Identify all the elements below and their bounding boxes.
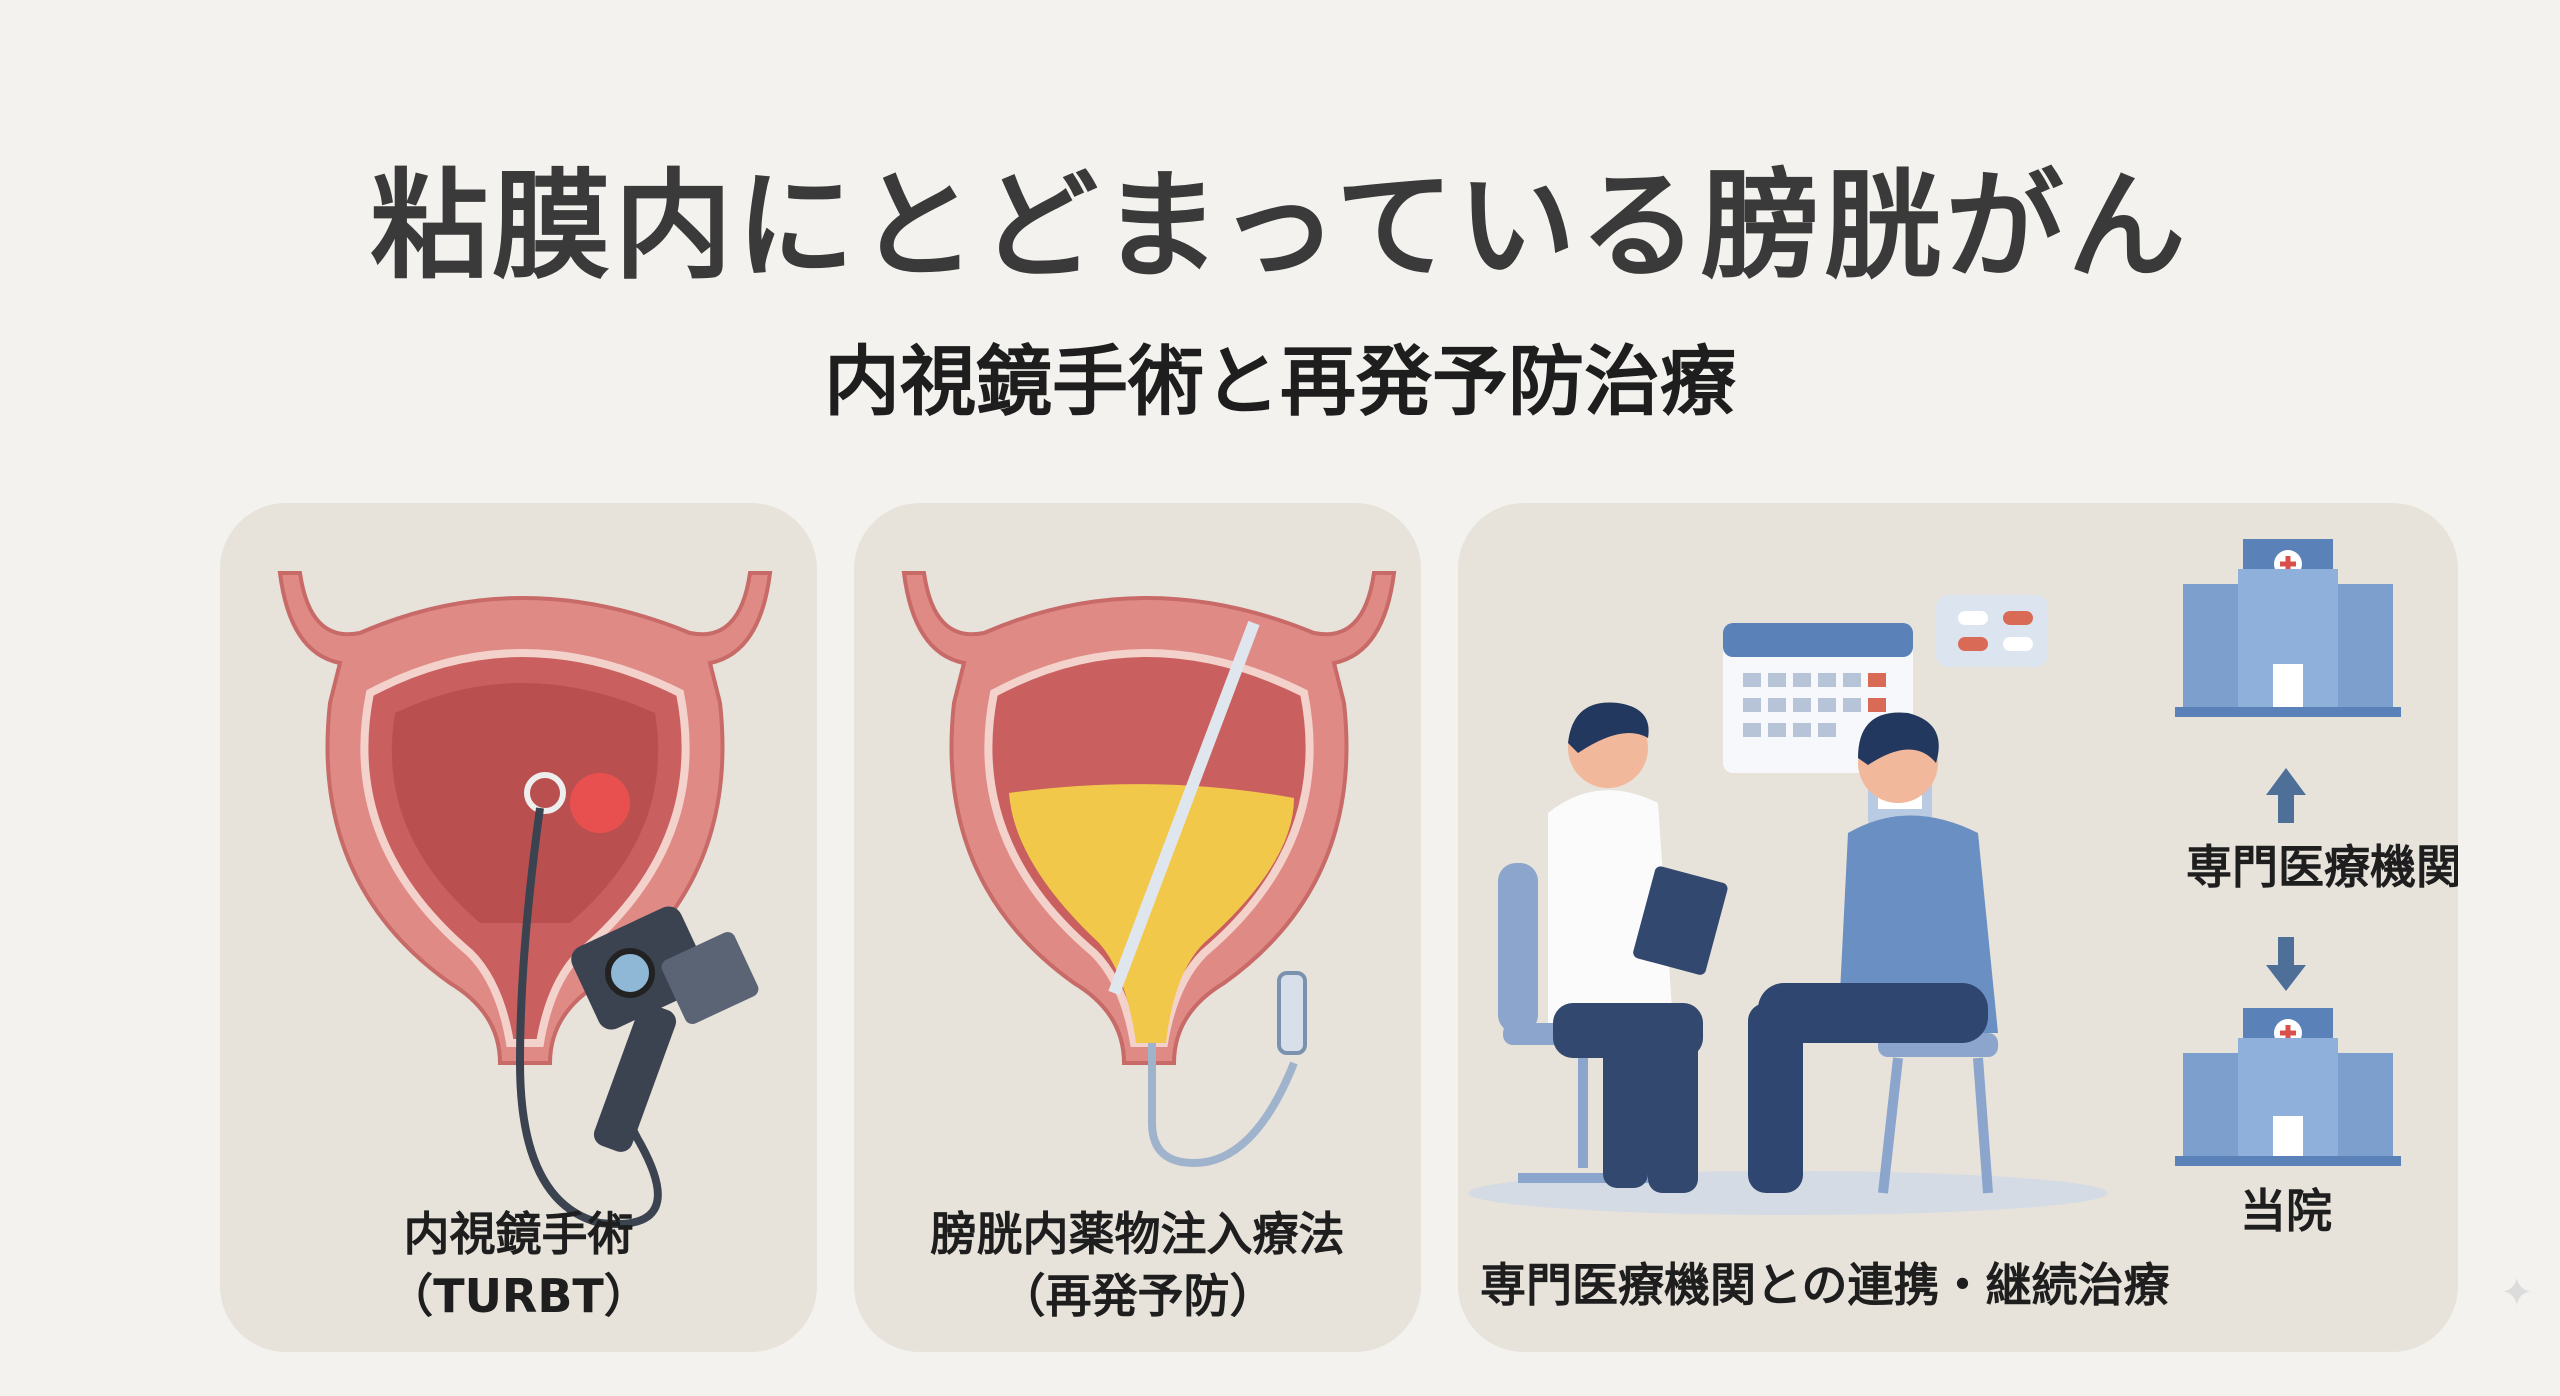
endoscope-camera-icon: [571, 906, 759, 1152]
specialist-hospital-label: 専門医療機関: [2186, 840, 2458, 894]
sparkle-icon: ✦: [2500, 1270, 2534, 1316]
panel-caption: 専門医療機関との連携・継続治療: [1480, 1258, 2170, 1312]
arrow-down-icon: [2266, 937, 2306, 991]
panel-collaboration: 専門医療機関 当院 専門医療機関との連携・継続治療: [1458, 503, 2458, 1352]
panel-sublabel: （TURBT）: [387, 1269, 650, 1323]
catheter-line: [1148, 1043, 1298, 1168]
specialist-hospital-icon: [2175, 539, 2401, 717]
panel-turbt: 内視鏡手術 （TURBT）: [220, 503, 817, 1352]
panel-label: 膀胱内薬物注入療法: [930, 1207, 1345, 1261]
bladder-instillation-illustration: [901, 571, 1397, 1168]
panel-intravesical-therapy: 膀胱内薬物注入療法 （再発予防）: [854, 503, 1421, 1352]
doctor-figure: [1498, 702, 1728, 1193]
panel-sublabel: （再発予防）: [999, 1269, 1276, 1323]
clipboard-icon: [1633, 866, 1728, 975]
catheter-tube: [1108, 620, 1260, 996]
patient-figure: [1748, 712, 1998, 1194]
page-subtitle: 内視鏡手術と再発予防治療: [824, 337, 1736, 426]
consultation-illustration: [1468, 539, 2401, 1215]
panel-label: 内視鏡手術: [403, 1207, 634, 1261]
pills-speech-bubble-icon: [1936, 595, 2048, 667]
tumor-icon: [570, 773, 630, 833]
page-title: 粘膜内にとどまっている膀胱がん: [370, 157, 2190, 295]
endoscope-cable: [515, 807, 662, 1228]
catheter-connector-icon: [1277, 971, 1307, 1055]
bladder-icon: [277, 571, 773, 1065]
our-hospital-icon: [2175, 1008, 2401, 1166]
resection-loop-icon: [524, 772, 566, 814]
our-hospital-label: 当院: [2240, 1184, 2332, 1238]
drug-solution: [1009, 784, 1294, 1043]
bladder-endoscope-illustration: [277, 571, 773, 1228]
arrow-up-icon: [2266, 768, 2306, 823]
